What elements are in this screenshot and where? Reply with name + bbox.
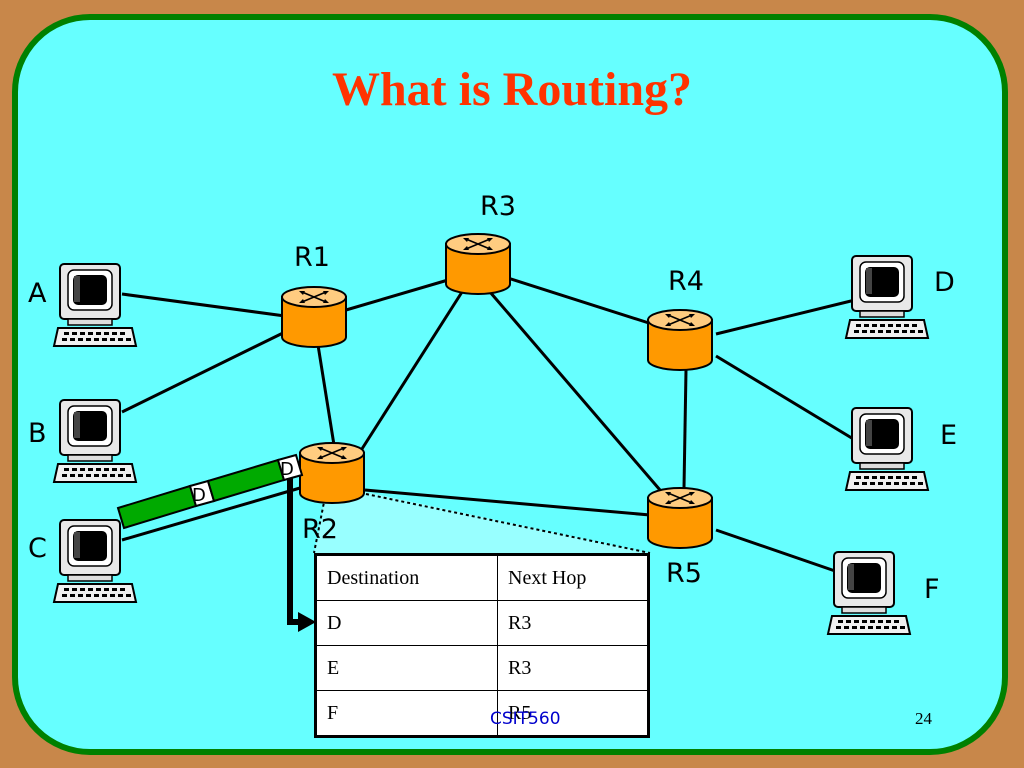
slide-title: What is Routing? [331,63,693,116]
host-a-icon[interactable] [53,263,137,347]
router-r2-icon[interactable] [299,442,365,504]
packet-label: D [280,459,294,480]
header-destination: Destination [315,554,498,601]
router-r3-label: R3 [480,191,516,222]
forwarding-arrow [287,478,316,632]
network-links [121,276,856,574]
router-r1-label: R1 [294,242,330,273]
host-c-icon[interactable] [53,519,137,603]
page-number: 24 [915,709,932,728]
router-r5-label: R5 [666,558,702,589]
router-r4-icon[interactable] [647,309,713,371]
table-cell-destination: D [315,600,498,646]
host-b-label: B [28,418,47,449]
host-d-icon[interactable] [845,255,929,339]
host-e-icon[interactable] [845,407,929,491]
routing-table: Destination Next Hop D R3 E R3 F R5 [314,553,650,738]
router-r5-icon[interactable] [647,487,713,549]
router-r2-label: R2 [302,514,338,545]
host-d-label: D [934,267,955,298]
table-cell-destination: F [315,690,498,737]
router-r3-icon[interactable] [445,233,511,295]
header-next-hop: Next Hop [497,554,649,601]
footer-course-label: CSIT560 [490,709,561,729]
table-row: F R5 [315,690,649,737]
table-header-row: Destination Next Hop [315,554,649,601]
router-r4-label: R4 [668,266,704,297]
table-cell-next-hop: R5 [497,690,649,737]
router-r1-icon[interactable] [281,286,347,348]
table-row: D R3 [315,600,649,646]
host-c-label: C [28,533,47,564]
host-f-label: F [924,574,940,605]
table-cell-next-hop: R3 [497,600,649,646]
table-row: E R3 [315,645,649,691]
host-a-label: A [28,278,47,309]
host-f-icon[interactable] [827,551,911,635]
packet-stream [116,453,304,530]
host-e-label: E [940,420,958,451]
table-cell-next-hop: R3 [497,645,649,691]
table-projection [314,492,650,553]
table-cell-destination: E [315,645,498,691]
packet-label: D [192,485,206,506]
